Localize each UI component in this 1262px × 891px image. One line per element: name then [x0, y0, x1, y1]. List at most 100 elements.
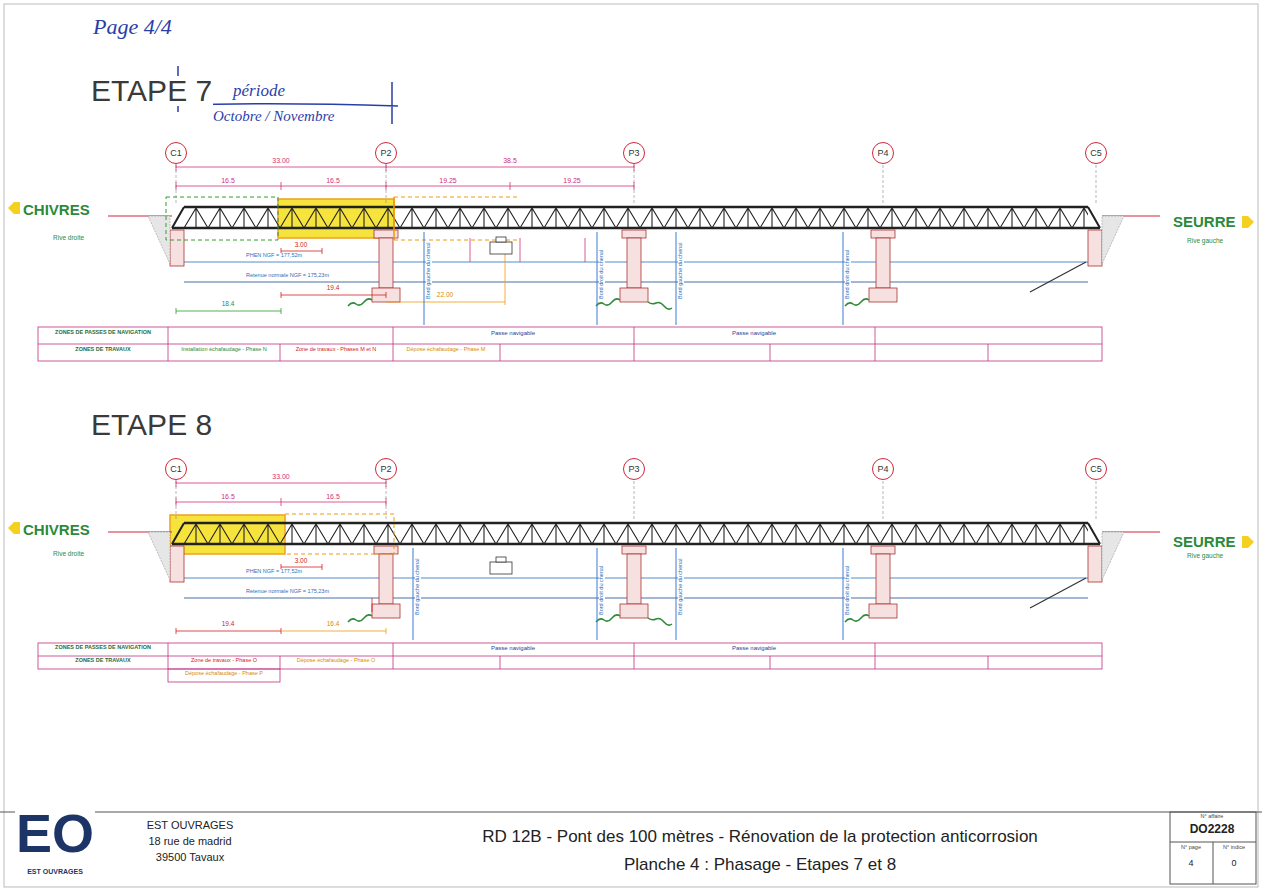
axis-label: P3 — [628, 149, 639, 158]
pier-axis-circle: C1 — [165, 458, 187, 480]
table-cell: Passe navigable — [731, 330, 777, 336]
dimension: 22.00 — [436, 292, 454, 299]
dimension: 16.4 — [326, 621, 341, 628]
bank-name: Rive gauche — [1186, 553, 1224, 560]
stage-8 — [38, 479, 1160, 682]
phase-table — [168, 669, 280, 682]
company-address: 18 rue de madrid — [147, 836, 232, 847]
dimension: 3.00 — [294, 242, 309, 249]
axis-label: P4 — [877, 465, 888, 474]
stage-8 — [108, 481, 1160, 625]
pier-axis-circle: P4 — [872, 142, 894, 164]
dimension-line — [176, 479, 386, 487]
direction-arrow — [8, 202, 20, 534]
dimension-line — [176, 479, 386, 506]
table-cell: Passe navigable — [731, 645, 777, 651]
dimension-line — [470, 238, 585, 262]
stage-7 — [108, 165, 1160, 309]
titleblock-field: N° indice — [1222, 845, 1246, 851]
dimension: 38.5 — [502, 157, 518, 164]
stage-7 — [496, 237, 506, 242]
pier-axis-circle: C5 — [1085, 142, 1107, 164]
direction-arrow — [1242, 216, 1254, 548]
title-block — [0, 812, 1262, 813]
axis-label: P2 — [380, 465, 391, 474]
channel-edge: Bord gauche du chenal — [426, 241, 432, 300]
bank-town: SEURRE — [1172, 534, 1237, 549]
dimension: 16.5 — [325, 177, 341, 184]
pier-axis-circle: C5 — [1085, 458, 1107, 480]
dimension-line — [176, 498, 386, 506]
titleblock-field: N° page — [1180, 845, 1202, 851]
stage-8 — [176, 628, 281, 634]
water-level: PHEN NGF = 177,52m — [245, 253, 303, 259]
water-level: PHEN NGF = 177,52m — [245, 569, 303, 575]
pier-axis-circle: P3 — [623, 142, 645, 164]
pier-axis-circle: P2 — [375, 458, 397, 480]
bank-town: SEURRE — [1172, 214, 1237, 229]
table-cell: Installation échafaudage - Phase N — [180, 347, 268, 353]
phase-table — [38, 643, 1102, 669]
company-address: EST OUVRAGES — [146, 820, 235, 831]
pier-axis-circle: P4 — [872, 458, 894, 480]
axis-label: C5 — [1090, 149, 1102, 158]
phase-table — [38, 643, 1102, 682]
titleblock-value: DO2228 — [1189, 823, 1236, 835]
dimension: 16.5 — [220, 177, 236, 184]
stage-8 — [372, 598, 373, 612]
stage-7 — [394, 197, 520, 240]
bank-name: Rive droite — [52, 235, 85, 242]
dimension: 16.5 — [325, 493, 341, 500]
dimension: 19.4 — [221, 621, 236, 628]
pier-axis-circle: P3 — [623, 458, 645, 480]
titleblock-value: 4 — [1187, 859, 1194, 868]
stage-8 — [490, 562, 512, 574]
stage-7 — [176, 308, 281, 314]
dimension: 33.00 — [271, 157, 291, 164]
axis-label: C1 — [170, 465, 182, 474]
channel-edge: Bord droit du chenal — [599, 565, 605, 616]
stage-heading: ETAPE 8 — [90, 410, 213, 440]
titleblock-value: 0 — [1230, 859, 1237, 868]
dimension: 16.5 — [220, 493, 236, 500]
drawing-caption: Planche 4 : Phasage - Etapes 7 et 8 — [623, 856, 897, 873]
title-block — [0, 812, 1262, 884]
channel-edge: Bord droit du chenal — [845, 565, 851, 616]
pier-axis-circle: P2 — [375, 142, 397, 164]
axis-label: P2 — [380, 149, 391, 158]
axis-label: P4 — [877, 149, 888, 158]
water-level: Retenue normale NGF = 175,23m — [245, 273, 330, 279]
table-cell: ZONES DE PASSES DE NAVIGATION — [54, 645, 152, 651]
axis-label: C1 — [170, 149, 182, 158]
phase-table — [38, 327, 1102, 361]
stage-8 — [496, 557, 506, 562]
channel-edge: Bord gauche du chenal — [415, 557, 421, 616]
company-address: 39500 Tavaux — [155, 852, 225, 863]
stage-8 — [285, 514, 394, 554]
axis-label: C5 — [1090, 465, 1102, 474]
titleblock-field: N° affaire — [1200, 814, 1225, 820]
channel-edge: Bord droit du chenal — [845, 249, 851, 300]
table-cell: Passe navigable — [490, 645, 536, 651]
handwritten-note: Page 4/4 — [92, 16, 173, 38]
dimension: 19.25 — [438, 177, 458, 184]
table-cell: Zone de travaux - Phase O — [190, 658, 258, 664]
table-cell: ZONES DE PASSES DE NAVIGATION — [54, 330, 152, 336]
water-level: Retenue normale NGF = 175,23m — [245, 589, 330, 595]
stage-8 — [413, 548, 843, 640]
stage-7 — [281, 292, 386, 298]
bank-name: Rive gauche — [1186, 238, 1224, 245]
phase-table — [38, 643, 1102, 669]
table-cell: Dépose échafaudage - Phase M — [406, 347, 487, 353]
dimension: 19.25 — [562, 177, 582, 184]
channel-edge: Bord gauche du chenal — [678, 557, 684, 616]
dimension: 33.00 — [271, 473, 291, 480]
company-logo: EO — [15, 806, 95, 860]
dimension: 3.00 — [294, 558, 309, 565]
phase-table — [38, 327, 1102, 361]
stage-7 — [393, 197, 395, 240]
bank-town: CHIVRES — [22, 202, 91, 217]
handwritten-note: période — [232, 82, 286, 99]
stage-7 — [386, 240, 505, 305]
